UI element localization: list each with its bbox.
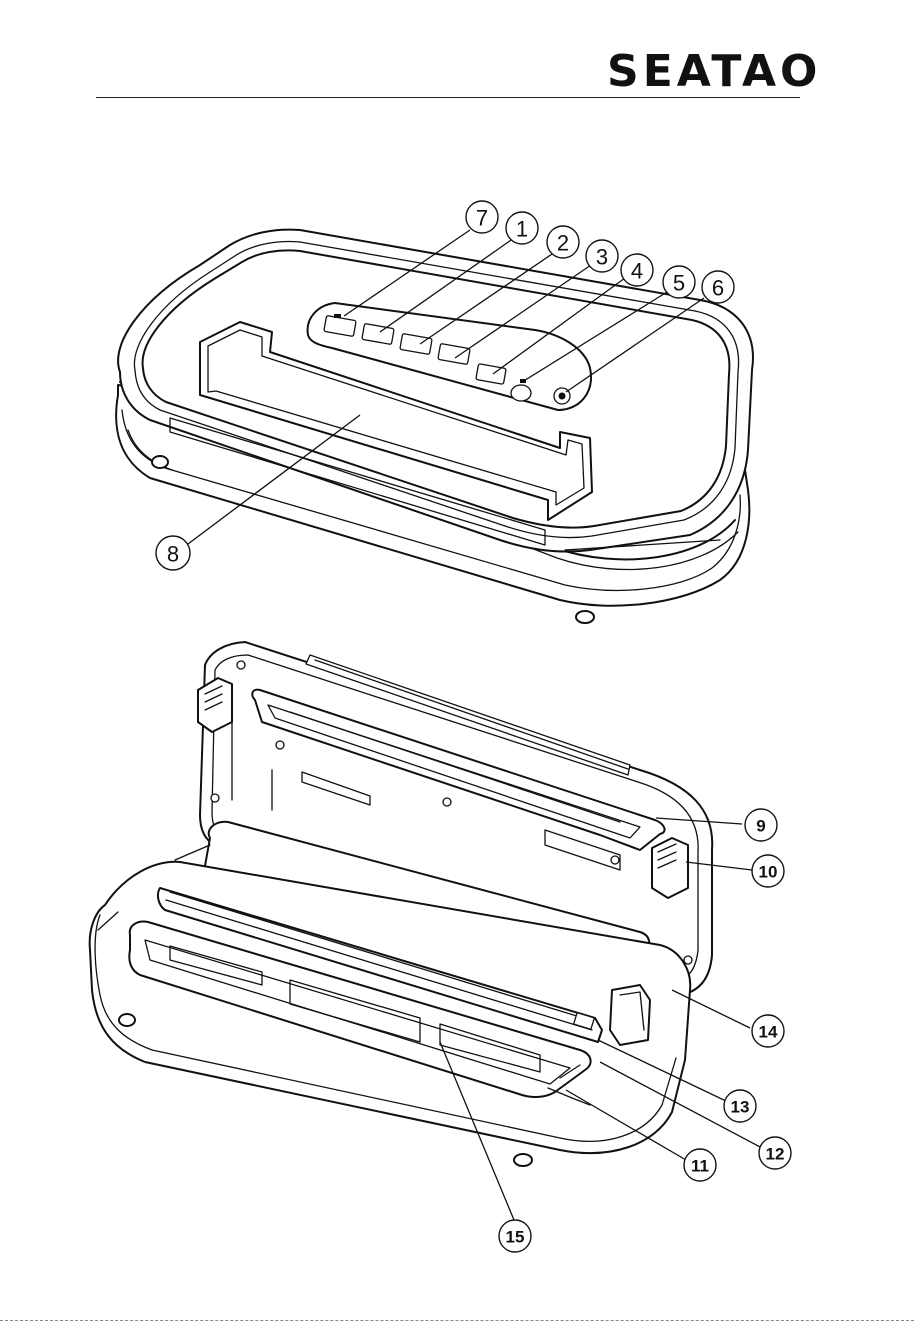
callout-7: 7 [466,201,498,233]
callout-label: 3 [596,245,608,270]
footer-divider [0,1320,914,1321]
callout-label: 2 [557,231,569,256]
callout-label: 11 [691,1157,709,1176]
callout-label: 12 [766,1145,785,1164]
callout-6: 6 [702,271,734,303]
callout-1: 1 [506,212,538,244]
callout-label: 14 [759,1023,778,1042]
callout-4: 4 [621,254,653,286]
callout-label: 8 [167,542,179,567]
callout-label: 6 [712,276,724,301]
callout-label: 7 [476,206,488,231]
callout-5: 5 [663,266,695,298]
callout-14: 14 [752,1015,784,1047]
callout-label: 9 [756,817,765,836]
callout-12: 12 [759,1137,791,1169]
callout-9: 9 [745,809,777,841]
callout-15: 15 [499,1220,531,1252]
callout-3: 3 [586,240,618,272]
callout-label: 4 [631,259,643,284]
callout-2: 2 [547,226,579,258]
callout-10: 10 [752,855,784,887]
callout-13: 13 [724,1090,756,1122]
open-sealer-illustration [90,642,713,1166]
closed-sealer-illustration [116,230,753,623]
callout-8: 8 [156,536,190,570]
callout-label: 1 [516,217,528,242]
callout-label: 10 [759,863,778,882]
callout-label: 13 [731,1098,750,1117]
callout-11: 11 [684,1149,716,1181]
callout-label: 15 [506,1228,525,1247]
callout-label: 5 [673,271,685,296]
